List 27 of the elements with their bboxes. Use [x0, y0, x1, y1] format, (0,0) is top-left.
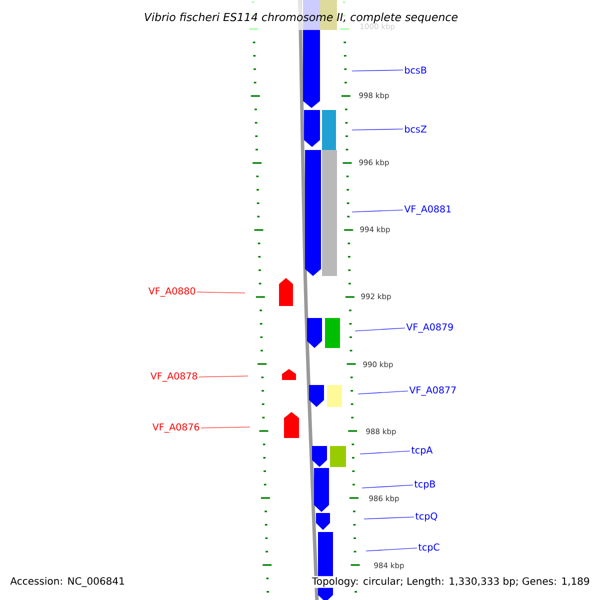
leader-line — [364, 516, 414, 520]
gene-label: tcpQ — [415, 512, 438, 522]
gene-label: bcsB — [405, 66, 426, 74]
leader-line — [358, 390, 408, 394]
gene-label: tcpB — [414, 480, 436, 490]
gene-label: VF_A0880 — [148, 287, 196, 297]
gene-label: VF_A0876 — [152, 423, 200, 433]
gene-label: VF_A0877 — [409, 386, 456, 396]
gene-label: VF_A0881 — [404, 205, 451, 215]
gene-label: VF_A0879 — [406, 323, 453, 333]
gene-label: VF_A0878 — [150, 372, 198, 382]
leader-line — [352, 210, 404, 212]
leader-line — [362, 484, 414, 488]
leader-line — [360, 450, 410, 454]
gene-label: bcsZ — [405, 125, 426, 133]
accession-text: Accession: NC_006841 — [10, 577, 124, 587]
leader-line — [352, 70, 404, 72]
leader-line — [198, 376, 248, 378]
leader-line — [352, 128, 404, 130]
leader-line — [196, 292, 246, 294]
gene-label: tcpA — [411, 446, 433, 456]
leader-line — [200, 426, 250, 428]
topology-text: Topology: circular; Length: 1,330,333 bp; Genes: 1,189 — [310, 576, 591, 588]
title: Vibrio fischeri ES114 chromosome II, complete sequence — [144, 12, 458, 24]
leader-line — [354, 328, 406, 332]
gene-label: tcpC — [418, 544, 440, 553]
leader-line — [366, 548, 418, 552]
